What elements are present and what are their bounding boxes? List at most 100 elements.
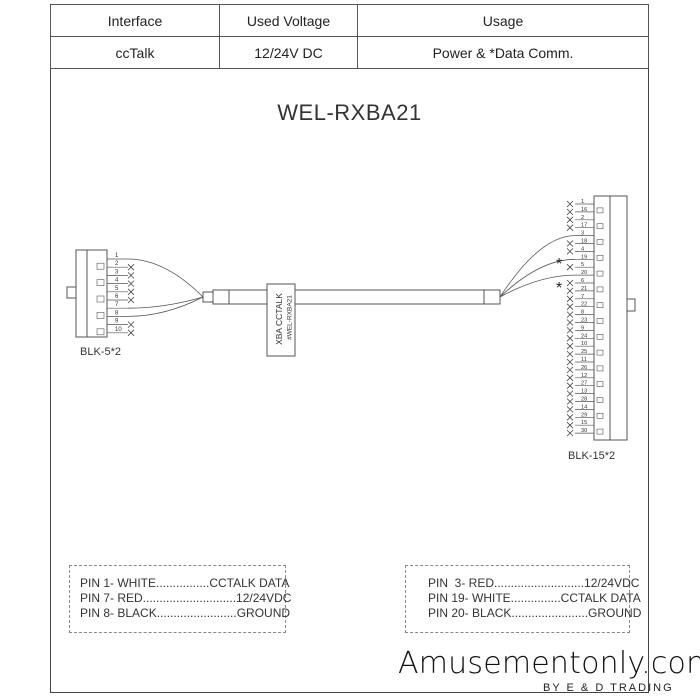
- right-pin-terminal: [596, 239, 604, 245]
- right-pin-terminal: [596, 302, 604, 309]
- right-pin-number: 27: [581, 381, 587, 387]
- right-pin-number: 30: [581, 428, 587, 434]
- unused-pin-cross-icon: [566, 303, 574, 310]
- right-pin-terminal: [596, 412, 604, 419]
- header-used-voltage: Used Voltage: [219, 4, 358, 37]
- left-wire: [127, 296, 204, 309]
- right-pin-terminal: [596, 270, 604, 277]
- left-pin-number: 9: [115, 319, 119, 325]
- right-wire: [499, 274, 576, 298]
- unused-pin-cross-icon: [127, 329, 135, 337]
- unused-pin-cross-icon: [566, 382, 574, 389]
- unused-pin-cross-icon: [127, 288, 135, 296]
- left-pin-number: 3: [115, 269, 119, 275]
- right-pin-line: PIN 19- WHITE...............CCTALK DATA: [428, 591, 641, 605]
- right-connector: 1162173184195206217228239241025112612271…: [566, 195, 636, 441]
- right-connector-label: BLK-15*2: [568, 450, 616, 462]
- unused-pin-cross-icon: [566, 366, 574, 374]
- right-pin-number: 20: [581, 270, 587, 276]
- right-pin-number: 18: [581, 239, 587, 245]
- right-pin-number: 22: [581, 302, 587, 308]
- right-wire: [499, 258, 576, 298]
- right-pin-number: 19: [581, 254, 587, 260]
- cable-label-1: XBA CCTALK: [274, 293, 284, 345]
- left-wire: [127, 296, 204, 317]
- right-pin-number: 16: [581, 207, 587, 213]
- right-pin-terminal: [596, 333, 604, 340]
- right-pin-terminal: [596, 223, 604, 229]
- unused-pin-cross-icon: [566, 295, 574, 303]
- left-pin-number: 2: [115, 261, 119, 267]
- right-pin-number: 1: [581, 199, 584, 205]
- left-pin-number: 1: [115, 253, 119, 259]
- unused-pin-cross-icon: [127, 321, 135, 328]
- value-usage: Power & *Data Comm.: [357, 36, 649, 69]
- unused-pin-cross-icon: [566, 398, 574, 405]
- data-pin-marker: *: [556, 280, 562, 297]
- left-pin-terminal: [96, 312, 105, 319]
- unused-pin-cross-icon: [566, 358, 574, 366]
- right-pin-number: 6: [581, 278, 584, 284]
- right-pin-terminal: [596, 428, 604, 435]
- right-pin-terminal: [596, 365, 604, 372]
- left-pin-number: 7: [115, 302, 119, 308]
- right-pin-number: 5: [581, 262, 584, 268]
- right-pin-number: 11: [581, 357, 587, 363]
- unused-pin-cross-icon: [566, 429, 574, 437]
- unused-pin-cross-icon: [566, 216, 574, 224]
- unused-pin-cross-icon: [566, 311, 574, 318]
- right-pin-legend: PIN 3- RED...........................12/…: [405, 565, 642, 633]
- right-pin-line: PIN 3- RED...........................12/…: [428, 576, 640, 590]
- unused-pin-cross-icon: [566, 319, 574, 326]
- left-pin-number: 4: [115, 278, 119, 284]
- unused-pin-cross-icon: [566, 240, 574, 247]
- value-used-voltage: 12/24V DC: [219, 36, 358, 69]
- left-pin-number: 10: [115, 327, 122, 333]
- left-pin-terminal: [96, 328, 105, 336]
- right-pin-terminal: [596, 397, 604, 403]
- unused-pin-cross-icon: [566, 287, 574, 295]
- unused-pin-cross-icon: [566, 224, 574, 231]
- right-pin-terminal: [596, 381, 604, 388]
- left-pin-number: 6: [115, 294, 119, 300]
- unused-pin-cross-icon: [127, 296, 135, 304]
- unused-pin-cross-icon: [566, 406, 574, 413]
- right-pin-line: PIN 20- BLACK.......................GROU…: [428, 606, 642, 620]
- brand-logo-text: Amusementonly.com: [398, 646, 700, 681]
- unused-pin-cross-icon: [566, 335, 574, 342]
- right-pin-number: 10: [581, 341, 587, 347]
- left-pin-legend: PIN 1- WHITE................CCTALK DATA …: [69, 565, 291, 633]
- spec-table: Interface Used Voltage Usage ccTalk 12/2…: [50, 4, 649, 69]
- unused-pin-cross-icon: [566, 342, 574, 350]
- right-pin-number: 8: [581, 310, 584, 316]
- right-pin-number: 2: [581, 215, 584, 221]
- cable-label-2: #WEL-RXBA21: [286, 295, 294, 340]
- right-pin-number: 17: [581, 223, 587, 229]
- left-pin-terminal: [96, 295, 105, 303]
- right-wire: [499, 235, 576, 298]
- left-pin-number: 8: [115, 310, 119, 316]
- right-pin-number: 26: [581, 365, 587, 371]
- unused-pin-cross-icon: [127, 272, 135, 279]
- right-pin-terminal: [596, 255, 604, 261]
- unused-pin-cross-icon: [566, 421, 574, 429]
- right-pin-number: 9: [581, 325, 584, 331]
- unused-pin-cross-icon: [127, 263, 135, 271]
- right-pin-terminal: [596, 207, 604, 214]
- right-pin-number: 23: [581, 318, 587, 324]
- right-pin-number: 7: [581, 294, 584, 300]
- right-pin-number: 21: [581, 286, 587, 292]
- left-pin-terminal: [96, 262, 105, 270]
- harness-title: WEL-RXBA21: [277, 100, 422, 125]
- left-pin-terminal: [96, 279, 105, 286]
- right-pin-terminal: [596, 318, 604, 324]
- spec-value-row: ccTalk 12/24V DC Power & *Data Comm.: [50, 36, 649, 69]
- right-pin-number: 14: [581, 404, 587, 410]
- right-pin-terminal: [596, 286, 604, 293]
- data-pin-marker: *: [556, 256, 562, 273]
- right-pin-number: 4: [581, 246, 584, 252]
- unused-pin-cross-icon: [566, 200, 574, 208]
- right-pin-number: 12: [581, 373, 587, 379]
- left-pin-line: PIN 8- BLACK........................GROU…: [80, 606, 291, 620]
